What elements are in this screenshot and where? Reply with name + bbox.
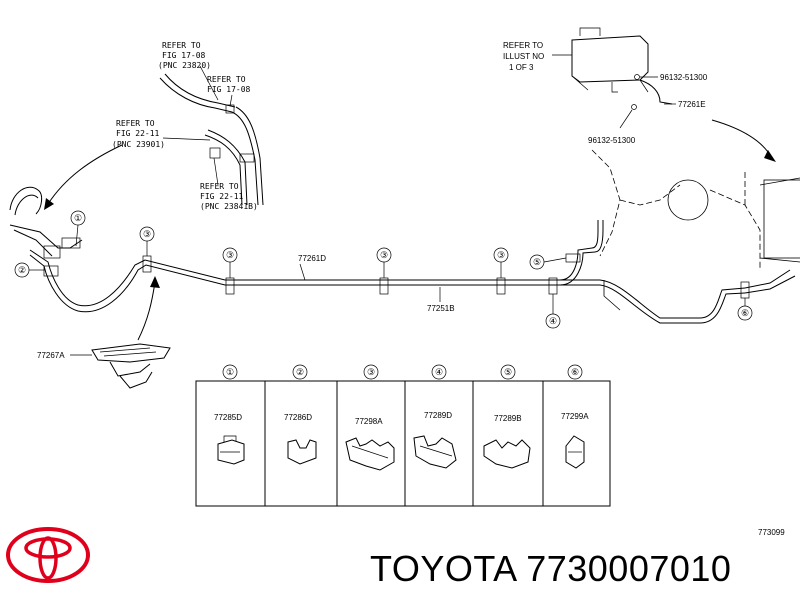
callout-line: REFER TO xyxy=(200,182,239,191)
diagram-markers: ① ② ③ ③ ③ ③ ④ ⑤ ⑥ xyxy=(14,210,753,329)
brand-part-number: 7730007010 xyxy=(526,548,732,589)
clamp-drawing xyxy=(217,435,245,465)
hose-bundle-top xyxy=(159,65,264,206)
callout-line: REFER TO xyxy=(503,41,543,50)
charcoal-canister xyxy=(571,27,649,93)
arrow xyxy=(137,281,156,341)
table-header: ⑤ xyxy=(504,367,512,377)
table-part-number: 77289B xyxy=(494,414,522,423)
callout-line: ILLUST NO xyxy=(503,52,544,61)
marker-5: ⑤ xyxy=(533,257,541,267)
callout-line: (PNC 23820) xyxy=(158,61,211,70)
part-label: 77251B xyxy=(427,304,455,313)
callout-refer-22-11-a: REFER TO FIG 22-11 (PNC 23901) xyxy=(112,119,165,149)
clamp-drawing xyxy=(345,437,395,471)
clamp-drawing xyxy=(483,439,531,469)
part-label: 77261D xyxy=(298,254,326,263)
part-label: 96132-51300 xyxy=(660,73,708,82)
clamp-table: ① ② ③ ④ ⑤ ⑥ 77285D 77286D 77298A 77289D … xyxy=(195,364,611,507)
table-part-number: 77285D xyxy=(214,413,242,422)
table-part-number: 77286D xyxy=(284,413,312,422)
brand-name: TOYOTA xyxy=(370,548,516,589)
callout-line: (PNC 23901) xyxy=(112,140,165,149)
main-fuel-lines xyxy=(29,220,796,324)
callout-line: (PNC 23841B) xyxy=(200,202,258,211)
part-label: 96132-51300 xyxy=(588,136,636,145)
part-label: 77267A xyxy=(37,351,65,360)
clamp-drawing xyxy=(565,435,585,469)
marker-3: ③ xyxy=(380,250,388,260)
callout-line: REFER TO xyxy=(162,41,201,50)
callout-line: FIG 17-08 xyxy=(162,51,206,60)
arrow xyxy=(47,144,123,205)
part-label: 77261E xyxy=(678,100,706,109)
callout-line: FIG 22-11 xyxy=(116,129,160,138)
callout-refer-17-08-a: REFER TO FIG 17-08 (PNC 23820) xyxy=(158,41,211,70)
callout-refer-17-08-b: REFER TO FIG 17-08 xyxy=(207,75,251,94)
table-part-number: 77298A xyxy=(355,417,383,426)
table-part-number: 77289D xyxy=(424,411,452,420)
marker-6: ⑥ xyxy=(741,308,749,318)
table-part-number: 77299A xyxy=(561,412,589,421)
clamp-drawing xyxy=(287,439,317,465)
callout-line: REFER TO xyxy=(207,75,246,84)
table-header: ⑥ xyxy=(571,367,579,377)
marker-4: ④ xyxy=(549,316,557,326)
marker-1: ① xyxy=(74,213,82,223)
callout-refer-illust: REFER TO ILLUST NO 1 OF 3 xyxy=(503,41,572,72)
table-header: ① xyxy=(226,367,234,377)
vehicle-body-outline xyxy=(591,149,800,311)
callout-line: REFER TO xyxy=(116,119,155,128)
table-header: ② xyxy=(296,367,304,377)
callout-refer-22-11-b: REFER TO FIG 22-11 (PNC 23841B) xyxy=(200,182,258,211)
callout-line: 1 OF 3 xyxy=(509,63,534,72)
brand-title: TOYOTA 7730007010 xyxy=(370,548,731,590)
table-header: ④ xyxy=(435,367,443,377)
marker-3: ③ xyxy=(497,250,505,260)
table-header: ③ xyxy=(367,367,375,377)
marker-3: ③ xyxy=(226,250,234,260)
bracket-part xyxy=(91,343,171,389)
toyota-logo-icon xyxy=(6,527,90,583)
filler-bracket xyxy=(9,186,83,277)
marker-2: ② xyxy=(18,265,26,275)
callout-line: FIG 17-08 xyxy=(207,85,251,94)
callout-line: FIG 22-11 xyxy=(200,192,244,201)
figure-code: 773099 xyxy=(758,528,785,537)
clamp-drawing xyxy=(413,435,457,469)
marker-3: ③ xyxy=(143,229,151,239)
